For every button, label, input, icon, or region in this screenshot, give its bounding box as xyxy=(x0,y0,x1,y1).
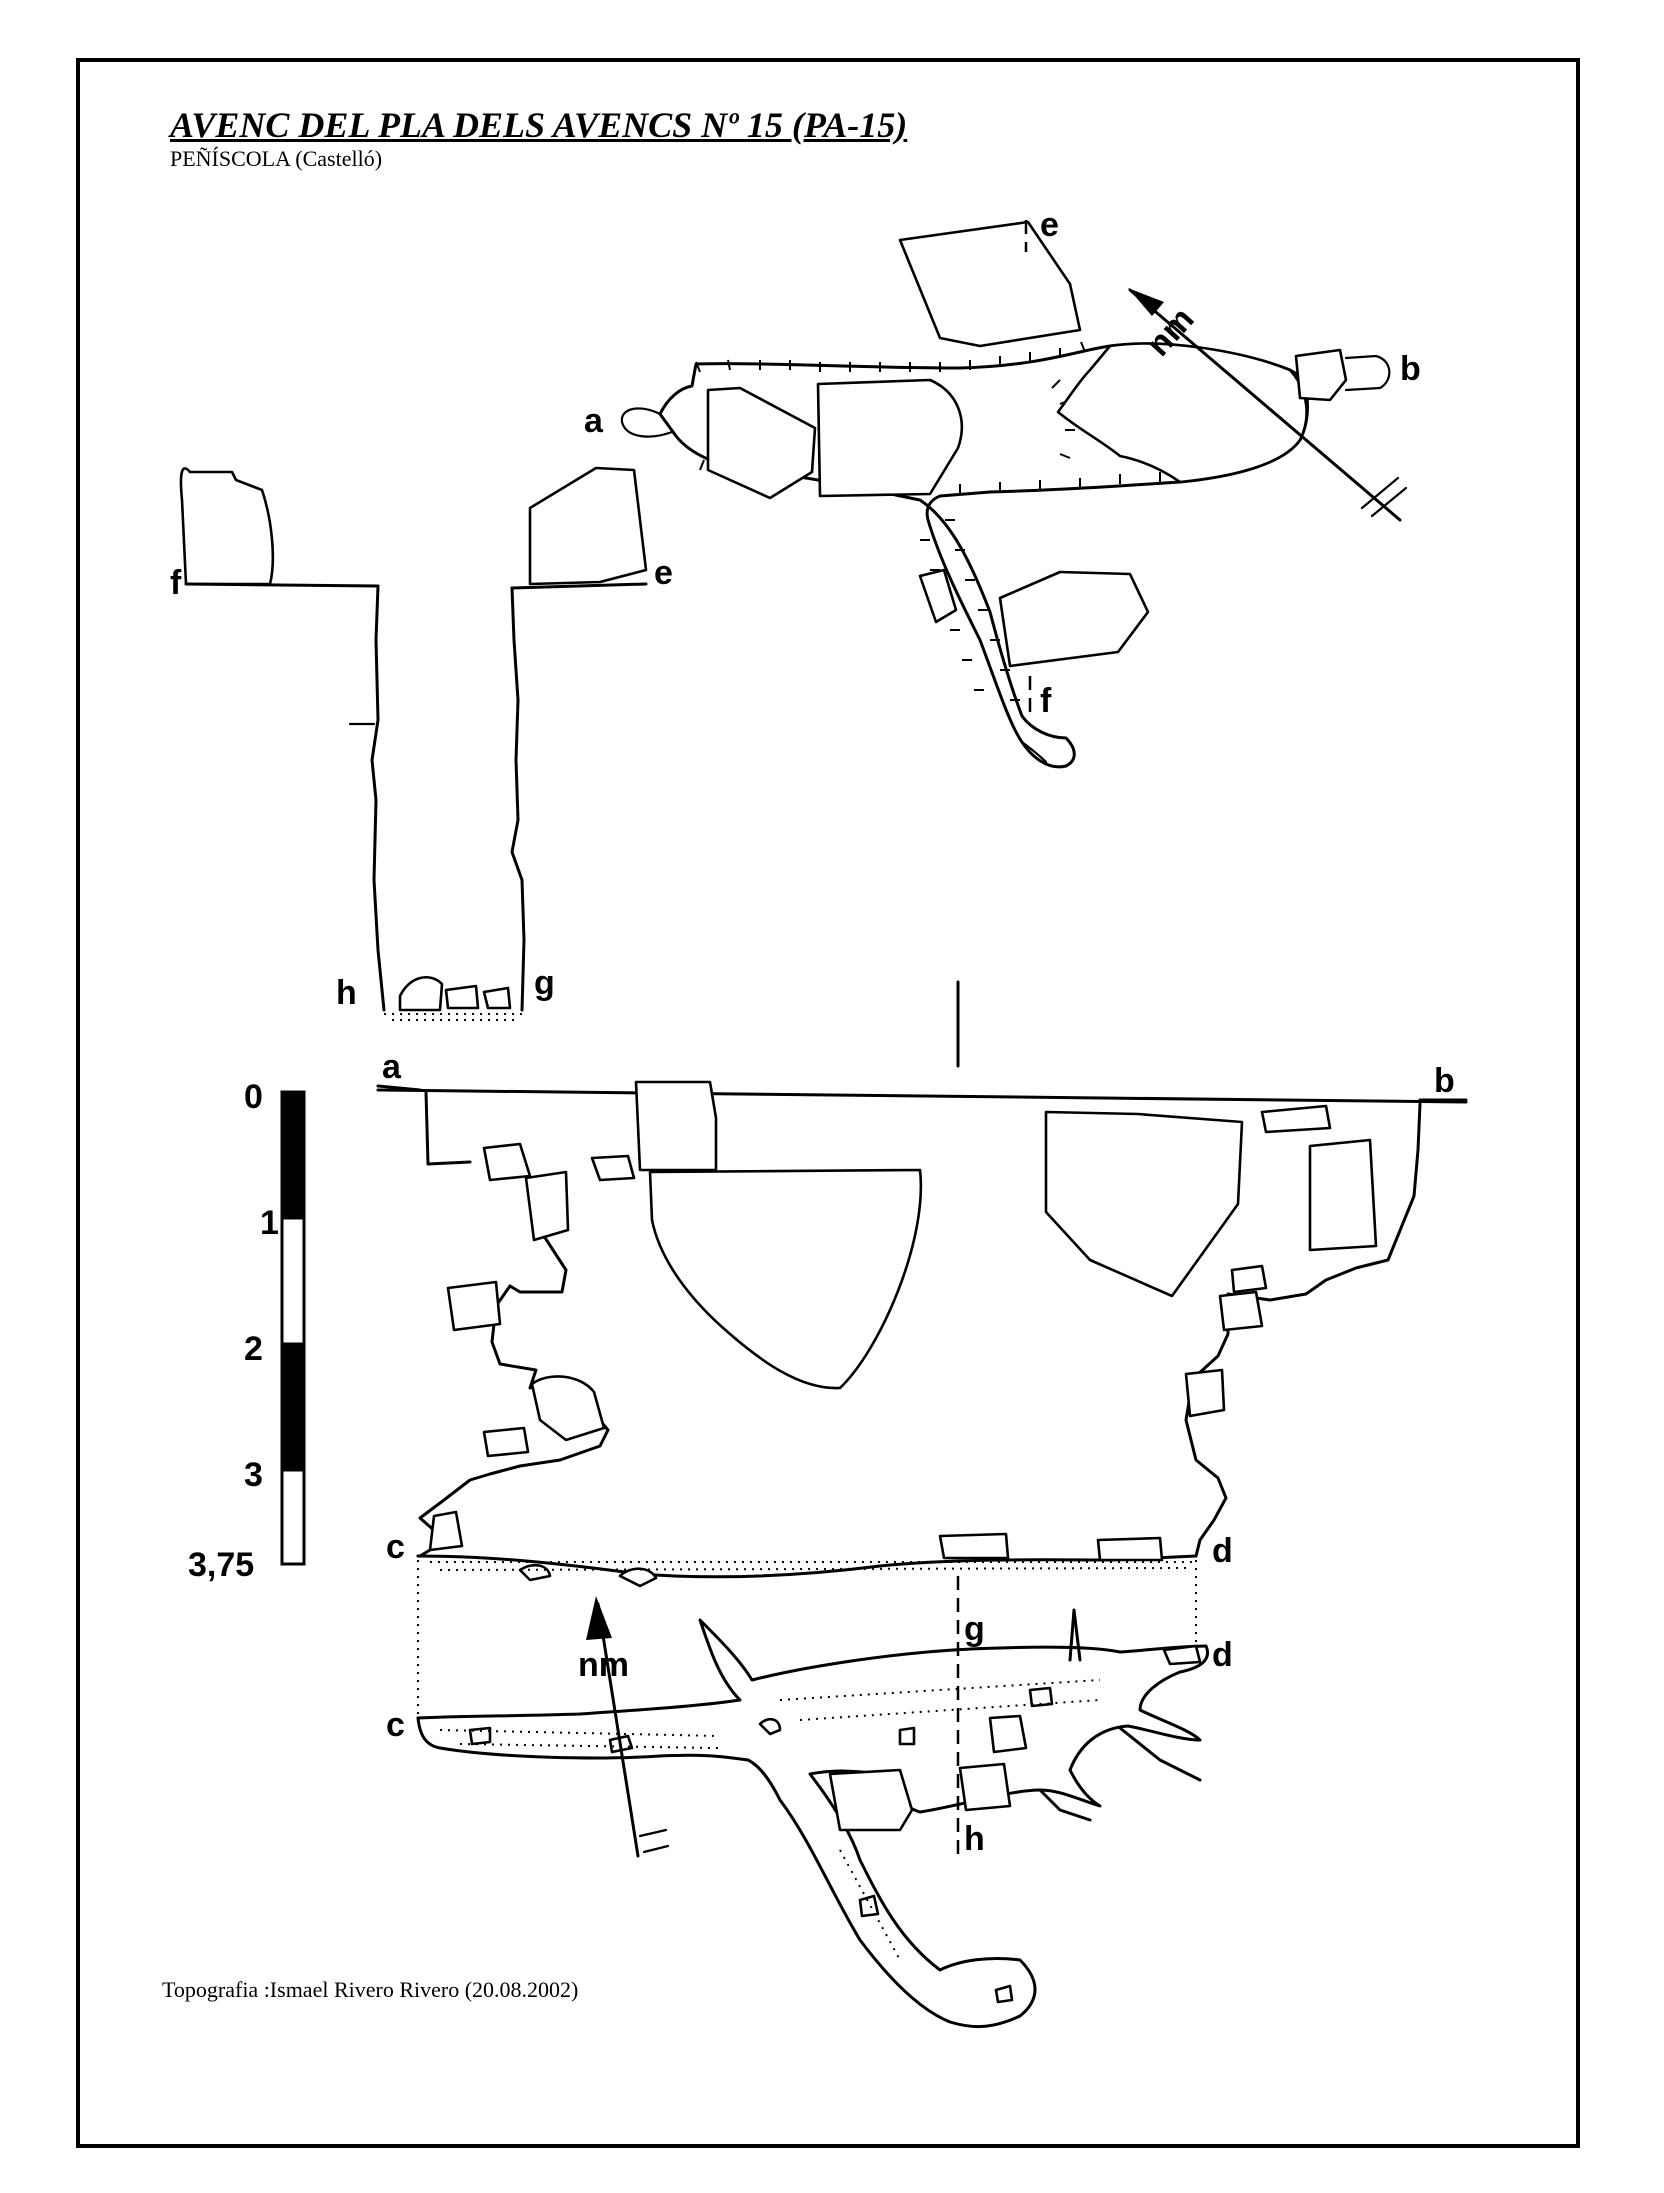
plan-block-e xyxy=(898,220,1082,348)
section-wall-right xyxy=(510,586,526,1012)
map-subtitle: PEÑÍSCOLA (Castelló) xyxy=(170,146,383,171)
section-wall-left xyxy=(370,584,386,1012)
plan-a-tip xyxy=(620,407,674,438)
surface-a-edge xyxy=(376,1084,422,1092)
plan-f-end xyxy=(1020,740,1048,764)
long-section-rock-top-right xyxy=(1044,1110,1244,1298)
plan-rock-4 xyxy=(1294,348,1348,402)
section-block-left xyxy=(179,467,275,586)
long-section-rock-small-9 xyxy=(428,1510,464,1552)
lower-plan-block-2 xyxy=(988,1714,1028,1754)
plan-rock-2 xyxy=(816,378,963,498)
lower-plan-outline xyxy=(416,1618,1209,2029)
long-section-ab: a b c d xyxy=(376,1048,1468,1588)
label-c-plan: c xyxy=(386,1706,405,1744)
label-e-plan: e xyxy=(1040,206,1059,244)
long-section-rock-small-2 xyxy=(1308,1138,1378,1252)
page-frame xyxy=(76,58,1580,2148)
map-title: AVENC DEL PLA DELS AVENCS Nº 15 (PA-15) xyxy=(170,105,908,145)
lower-plan-crack-3 xyxy=(1038,1788,1092,1822)
plan-view-lower: g h c d nm xyxy=(386,1560,1233,2029)
section-floor-stone-1 xyxy=(398,975,444,1012)
plan-rock-3 xyxy=(1056,342,1308,484)
floor-stone-3 xyxy=(618,1567,658,1588)
plan-passage-outline xyxy=(658,342,1309,769)
north-arrow-lower: nm xyxy=(578,1596,670,1858)
long-section-rock-small-7 xyxy=(530,1375,606,1442)
label-a-plan: a xyxy=(584,402,604,440)
lower-plan-stone-7 xyxy=(994,1984,1014,2004)
long-section-floor xyxy=(416,1554,1198,1579)
long-section-rock-small-5 xyxy=(590,1154,636,1182)
long-section-rock-hanging xyxy=(648,1168,923,1390)
lower-plan-crack-2 xyxy=(1118,1726,1202,1782)
long-section-floor-sediment xyxy=(430,1561,1192,1571)
label-c-section: c xyxy=(386,1528,405,1566)
label-h-section: h xyxy=(336,974,357,1012)
long-section-rock-top-left xyxy=(634,1080,718,1172)
section-surface-right xyxy=(510,582,648,590)
plan-rock-5 xyxy=(918,568,958,624)
floor-stone-4 xyxy=(518,1563,552,1582)
label-b-plan: b xyxy=(1400,350,1421,388)
scale-tick-2: 2 xyxy=(244,1330,263,1368)
label-h-plan: h xyxy=(964,1820,985,1858)
label-f-section: f xyxy=(170,564,182,602)
lower-plan-block-4 xyxy=(1162,1644,1202,1666)
scale-tick-375: 3,75 xyxy=(188,1546,254,1584)
section-block-right xyxy=(528,466,648,586)
lower-plan-stone-1 xyxy=(468,1726,492,1746)
plan-block-f xyxy=(998,570,1150,668)
lower-plan-block-3 xyxy=(958,1762,1012,1812)
label-f-plan: f xyxy=(1040,682,1052,720)
plan-b-tip xyxy=(1344,354,1391,392)
label-a-section: a xyxy=(382,1048,402,1086)
long-section-rock-small-1 xyxy=(1260,1104,1332,1134)
label-e-section: e xyxy=(654,554,673,592)
plan-rock-1 xyxy=(706,386,817,500)
surface-line-ab xyxy=(376,1088,1468,1104)
lower-plan-sediment xyxy=(439,1679,1101,1961)
survey-credit: Topografia :Ismael Rivero Rivero (20.08.… xyxy=(162,1977,579,2002)
cross-section-ef: f e h g xyxy=(170,466,673,1021)
section-surface-left xyxy=(184,582,380,588)
scale-bar: 0 1 2 3 3,75 xyxy=(188,1078,306,1584)
section-floor-stone-2 xyxy=(444,984,480,1010)
floor-stone-1 xyxy=(938,1532,1010,1560)
long-section-rock-small-8 xyxy=(482,1426,530,1458)
long-section-rock-small-10 xyxy=(1184,1368,1226,1418)
label-g-plan: g xyxy=(964,1610,985,1648)
label-d-section: d xyxy=(1212,1532,1233,1570)
lower-plan-block-1 xyxy=(828,1768,914,1832)
floor-stone-2 xyxy=(1096,1536,1164,1562)
north-label-lower: nm xyxy=(578,1646,629,1684)
lower-plan-crack-1 xyxy=(1068,1608,1082,1662)
scale-tick-0: 0 xyxy=(244,1078,263,1116)
long-section-rock-small-6 xyxy=(446,1280,502,1332)
label-g-section: g xyxy=(534,964,555,1002)
section-floor-stone-3 xyxy=(482,986,512,1010)
long-section-rock-small-4 xyxy=(524,1170,570,1242)
long-section-rock-small-11 xyxy=(1218,1290,1264,1332)
lower-plan-stone-3 xyxy=(1028,1686,1054,1708)
long-section-rock-small-3 xyxy=(482,1142,532,1182)
scale-tick-1: 1 xyxy=(260,1204,279,1242)
label-d-plan: d xyxy=(1212,1636,1233,1674)
lower-plan-stone-6 xyxy=(858,1894,880,1918)
plan-view-upper: e f a b nm xyxy=(584,206,1421,769)
lower-plan-stone-5 xyxy=(758,1717,782,1736)
lower-plan-stone-4 xyxy=(898,1726,916,1746)
label-b-section: b xyxy=(1434,1062,1455,1100)
long-section-wall-right xyxy=(1184,1102,1422,1558)
long-section-rock-small-12 xyxy=(1230,1264,1268,1294)
section-floor-sediment xyxy=(384,1013,522,1021)
scale-tick-3: 3 xyxy=(244,1456,263,1494)
